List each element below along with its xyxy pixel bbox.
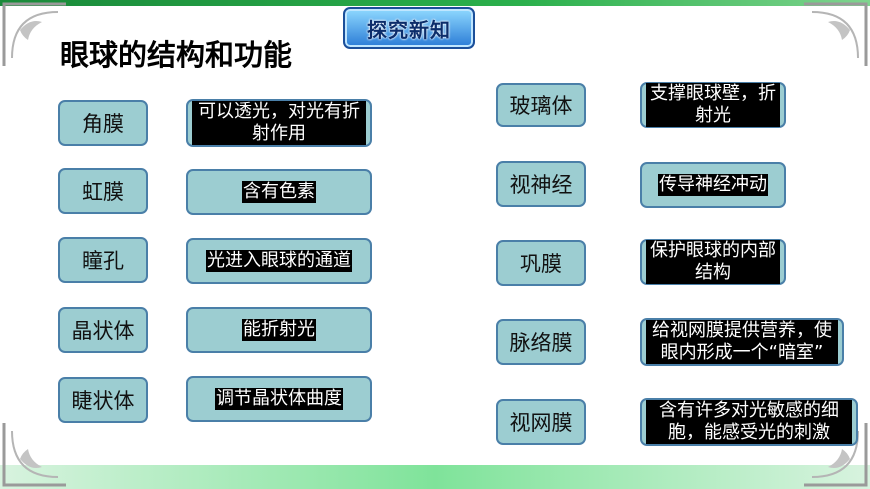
ornament-bottom-left-icon	[2, 423, 66, 487]
function-label: 调节晶状体曲度	[215, 388, 343, 410]
function-box: 含有色素	[186, 169, 372, 215]
function-label: 能折射光	[242, 319, 316, 341]
function-box: 给视网膜提供营养，使眼内形成一个“暗室”	[640, 318, 844, 366]
function-label: 含有色素	[242, 181, 316, 203]
term-box: 脉络膜	[496, 319, 586, 365]
term-box: 视网膜	[496, 399, 586, 445]
term-box: 视神经	[496, 161, 586, 207]
term-label: 虹膜	[82, 180, 124, 204]
function-label: 光进入眼球的通道	[206, 250, 352, 272]
function-box: 保护眼球的内部结构	[640, 239, 786, 285]
term-label: 视网膜	[509, 411, 573, 435]
function-label: 可以透光，对光有折射作用	[192, 101, 366, 145]
term-box: 角膜	[58, 100, 148, 146]
function-label: 支撑眼球壁，折射光	[646, 83, 780, 127]
function-box: 含有许多对光敏感的细胞，能感受光的刺激	[640, 398, 858, 446]
function-label: 传导神经冲动	[658, 174, 768, 196]
section-badge-label: 探究新知	[367, 17, 451, 42]
page-title: 眼球的结构和功能	[60, 38, 293, 72]
term-label: 脉络膜	[509, 331, 573, 355]
function-box: 支撑眼球壁，折射光	[640, 82, 786, 128]
term-box: 睫状体	[58, 377, 148, 423]
ornament-top-left-icon	[2, 2, 66, 66]
function-box: 能折射光	[186, 307, 372, 353]
function-label: 保护眼球的内部结构	[646, 240, 780, 284]
term-box: 虹膜	[58, 168, 148, 214]
function-box: 调节晶状体曲度	[186, 376, 372, 422]
term-box: 晶状体	[58, 307, 148, 353]
function-box: 可以透光，对光有折射作用	[186, 99, 372, 147]
function-box: 光进入眼球的通道	[186, 238, 372, 284]
term-box: 玻璃体	[496, 83, 586, 127]
term-box: 瞳孔	[58, 237, 148, 283]
top-accent-bar	[0, 0, 870, 6]
term-label: 晶状体	[71, 319, 135, 343]
term-label: 视神经	[509, 173, 573, 197]
term-label: 巩膜	[520, 252, 562, 276]
term-label: 角膜	[82, 112, 124, 136]
section-badge: 探究新知	[343, 7, 475, 49]
function-label: 含有许多对光敏感的细胞，能感受光的刺激	[646, 400, 852, 444]
bottom-accent-bar	[0, 465, 870, 489]
term-label: 玻璃体	[509, 94, 573, 118]
term-label: 睫状体	[71, 389, 135, 413]
term-label: 瞳孔	[82, 249, 124, 273]
ornament-top-right-icon	[804, 2, 868, 66]
term-box: 巩膜	[496, 240, 586, 286]
function-box: 传导神经冲动	[640, 162, 786, 208]
function-label: 给视网膜提供营养，使眼内形成一个“暗室”	[646, 320, 838, 364]
